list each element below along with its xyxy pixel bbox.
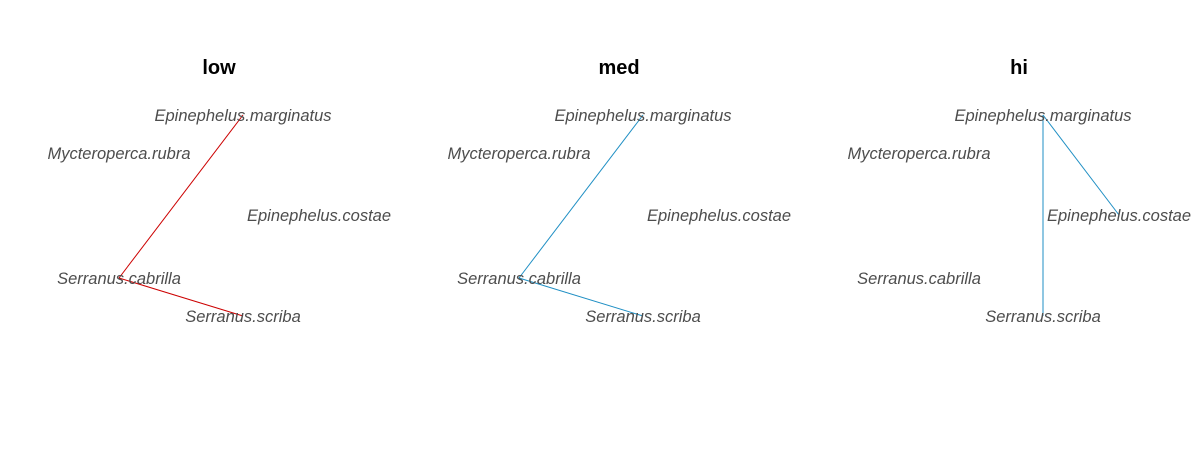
panel-title: low: [202, 57, 236, 79]
node-label: Serranus.cabrilla: [57, 270, 181, 288]
node-label: Epinephelus.marginatus: [154, 107, 331, 125]
node-label: Epinephelus.marginatus: [954, 107, 1131, 125]
node-label: Epinephelus.marginatus: [554, 107, 731, 125]
node-label: Serranus.cabrilla: [857, 270, 981, 288]
node-label: Serranus.scriba: [585, 308, 701, 326]
network-edge: [518, 114, 644, 279]
node-label: Epinephelus.costae: [247, 207, 391, 225]
node-label: Epinephelus.costae: [647, 207, 791, 225]
network-edge: [118, 277, 244, 317]
node-label: Serranus.scriba: [985, 308, 1101, 326]
network-edge: [518, 277, 644, 317]
node-label: Epinephelus.costae: [1047, 207, 1191, 225]
node-label: Serranus.cabrilla: [457, 270, 581, 288]
network-panel-med: medEpinephelus.marginatusMycteroperca.ru…: [447, 57, 791, 326]
network-edge: [118, 114, 244, 279]
node-label: Mycteroperca.rubra: [47, 145, 190, 163]
node-label: Serranus.scriba: [185, 308, 301, 326]
panel-title: med: [598, 57, 639, 79]
node-label: Mycteroperca.rubra: [847, 145, 990, 163]
network-panel-hi: hiEpinephelus.marginatusMycteroperca.rub…: [847, 57, 1191, 326]
panel-title: hi: [1010, 57, 1028, 79]
network-panel-low: lowEpinephelus.marginatusMycteroperca.ru…: [47, 57, 391, 326]
node-label: Mycteroperca.rubra: [447, 145, 590, 163]
network-edge: [1042, 114, 1120, 216]
